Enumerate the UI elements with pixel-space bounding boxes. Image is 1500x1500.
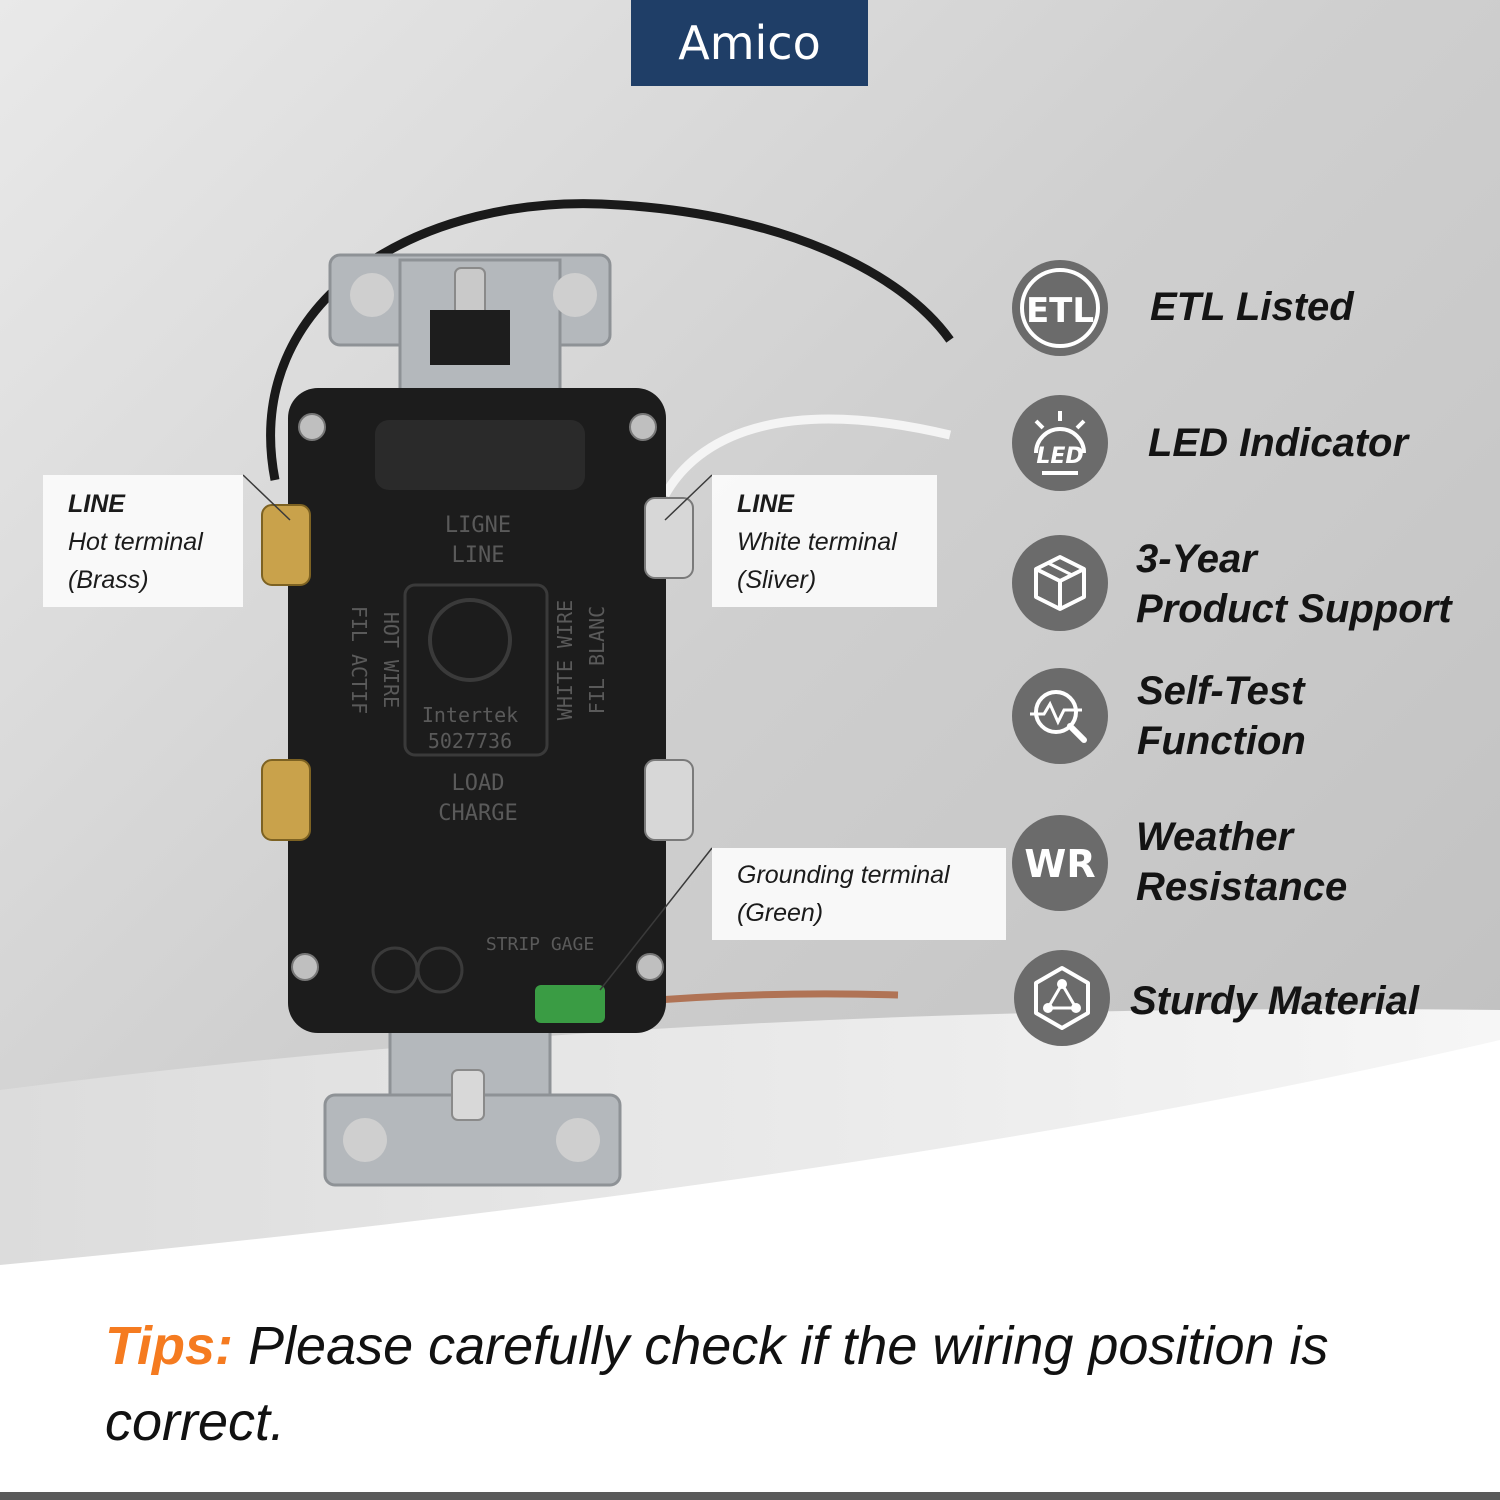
marking-load: LOAD xyxy=(452,771,505,796)
wr-icon-text: WR xyxy=(1024,842,1095,886)
marking-charge: CHARGE xyxy=(438,801,517,826)
brand-logo: Amico xyxy=(631,0,868,86)
white-wire xyxy=(661,414,952,498)
outlet-body xyxy=(288,388,666,1033)
led-icon-text: LED xyxy=(1036,444,1083,469)
feature-label-weather-line2: Resistance xyxy=(1136,865,1348,909)
feature-label-etl: ETL Listed xyxy=(1150,282,1354,332)
cube-icon xyxy=(1014,950,1110,1046)
marking-fil-blanc: FIL BLANC xyxy=(585,606,609,714)
callout-white-line1: White terminal xyxy=(737,528,897,556)
callout-hot-title: LINE xyxy=(68,490,125,518)
feature-label-support: 3-Year Product Support xyxy=(1136,534,1452,634)
marking-cert-no: 5027736 xyxy=(428,729,512,753)
wr-icon: WR xyxy=(1012,815,1108,911)
led-icon: LED xyxy=(1012,395,1108,491)
marking-white-wire: WHITE WIRE xyxy=(553,600,577,720)
brand-logo-text: Amico xyxy=(678,16,821,70)
callout-ground-terminal: Grounding terminal (Green) xyxy=(712,848,1006,940)
marking-intertek: Intertek xyxy=(422,703,518,727)
feature-label-etl-line1: ETL Listed xyxy=(1150,285,1354,329)
brass-terminals xyxy=(261,504,311,841)
marking-hot-wire: HOT WIRE xyxy=(379,612,403,708)
feature-label-support-line2: Product Support xyxy=(1136,587,1452,631)
callout-hot-line1: Hot terminal xyxy=(68,528,203,556)
self-test-icon xyxy=(1012,668,1108,764)
feature-label-support-line1: 3-Year xyxy=(1136,537,1257,581)
marking-line: LINE xyxy=(452,543,505,568)
feature-label-weather-line1: Weather xyxy=(1136,815,1294,859)
feature-label-self-test: Self-Test Function xyxy=(1137,666,1306,766)
feature-label-sturdy-line1: Sturdy Material xyxy=(1130,979,1419,1023)
feature-label-sturdy: Sturdy Material xyxy=(1130,976,1419,1026)
marking-strip-gage: STRIP GAGE xyxy=(486,934,594,955)
box-icon xyxy=(1012,535,1108,631)
tips-text: Tips: Please carefully check if the wiri… xyxy=(105,1308,1425,1460)
callout-white-line2: (Sliver) xyxy=(737,566,817,594)
footer-bar xyxy=(0,1492,1500,1500)
callout-hot-line2: (Brass) xyxy=(68,566,149,594)
etl-icon: ETL xyxy=(1012,260,1108,356)
black-wire xyxy=(266,199,954,481)
feature-label-led-line1: LED Indicator xyxy=(1148,421,1409,465)
callout-ground-line1: Grounding terminal xyxy=(737,861,950,889)
callout-white-terminal: LINE White terminal (Sliver) xyxy=(712,475,937,607)
callout-ground-line2: (Green) xyxy=(737,899,824,927)
feature-label-self-test-line1: Self-Test xyxy=(1137,669,1305,713)
tips-body: Please carefully check if the wiring pos… xyxy=(105,1316,1329,1452)
green-ground-terminal xyxy=(535,985,605,1023)
callout-white-title: LINE xyxy=(737,490,794,518)
etl-icon-text: ETL xyxy=(1026,291,1094,331)
callout-hot-terminal: LINE Hot terminal (Brass) xyxy=(43,475,243,607)
tips-label: Tips: xyxy=(105,1316,234,1376)
marking-ligne: LIGNE xyxy=(445,513,511,538)
feature-label-self-test-line2: Function xyxy=(1137,719,1306,763)
marking-fil-actif: FIL ACTIF xyxy=(347,606,371,714)
silver-terminals xyxy=(644,497,694,841)
feature-label-led: LED Indicator xyxy=(1148,418,1408,468)
feature-label-weather: Weather Resistance xyxy=(1136,812,1347,912)
